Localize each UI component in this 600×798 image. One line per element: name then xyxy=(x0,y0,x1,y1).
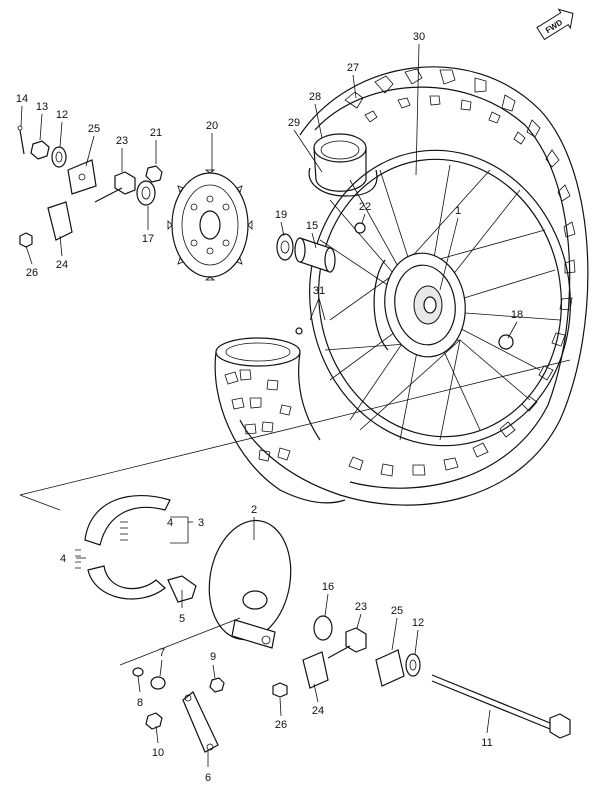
callout-31: 31 xyxy=(313,285,325,297)
callout-4-upper: 4 xyxy=(167,517,173,529)
callout-9: 9 xyxy=(210,651,216,663)
callout-11: 11 xyxy=(481,737,492,749)
callout-20: 20 xyxy=(206,120,218,132)
callout-8: 8 xyxy=(137,697,143,709)
callout-23-right: 23 xyxy=(355,601,367,613)
callout-labels: 1 2 3 4 4 5 6 7 8 9 10 11 12 12 13 14 15… xyxy=(16,31,523,784)
callout-30: 30 xyxy=(413,31,425,43)
hub-spacers xyxy=(276,222,514,350)
callout-7: 7 xyxy=(159,647,165,659)
axle-left-hardware xyxy=(17,125,163,248)
callout-26-right: 26 xyxy=(275,719,287,731)
rear-tire-front-section xyxy=(214,337,346,504)
rear-hub xyxy=(373,252,466,358)
callout-24-right: 24 xyxy=(312,705,324,717)
callout-5: 5 xyxy=(179,613,185,625)
callout-25-right: 25 xyxy=(391,605,403,617)
callout-19: 19 xyxy=(275,209,287,221)
callout-15: 15 xyxy=(306,220,318,232)
axle-right-hardware xyxy=(272,615,571,739)
callout-16: 16 xyxy=(322,581,334,593)
callout-12-right: 12 xyxy=(412,617,424,629)
callout-26-left: 26 xyxy=(26,267,38,279)
callout-24-left: 24 xyxy=(56,259,68,271)
callout-18: 18 xyxy=(511,309,523,321)
callout-10: 10 xyxy=(152,747,164,759)
callout-23-left: 23 xyxy=(116,135,128,147)
brake-panel xyxy=(167,519,292,649)
callout-12-left: 12 xyxy=(56,109,68,121)
callout-22: 22 xyxy=(359,201,371,213)
callout-1: 1 xyxy=(455,205,461,217)
callout-17: 17 xyxy=(142,233,154,245)
callout-6: 6 xyxy=(205,772,211,784)
fwd-direction-badge: FWD xyxy=(536,8,574,41)
callout-3: 3 xyxy=(198,517,204,529)
callout-25-left: 25 xyxy=(88,123,100,135)
callout-21: 21 xyxy=(150,127,162,139)
callout-28: 28 xyxy=(309,91,321,103)
rear-tire xyxy=(239,66,589,506)
callout-29: 29 xyxy=(288,117,300,129)
callout-14: 14 xyxy=(16,93,28,105)
rear-sprocket xyxy=(167,169,253,281)
brake-cam-lever xyxy=(132,667,225,753)
brake-shoes xyxy=(75,494,193,600)
callout-27: 27 xyxy=(347,62,359,74)
assembly-guide-lines xyxy=(19,359,571,666)
callout-4-lower: 4 xyxy=(60,553,66,565)
callout-2: 2 xyxy=(251,504,257,516)
callout-leaders xyxy=(20,43,518,767)
rim-band-and-tube xyxy=(308,133,378,197)
callout-13: 13 xyxy=(36,101,48,113)
